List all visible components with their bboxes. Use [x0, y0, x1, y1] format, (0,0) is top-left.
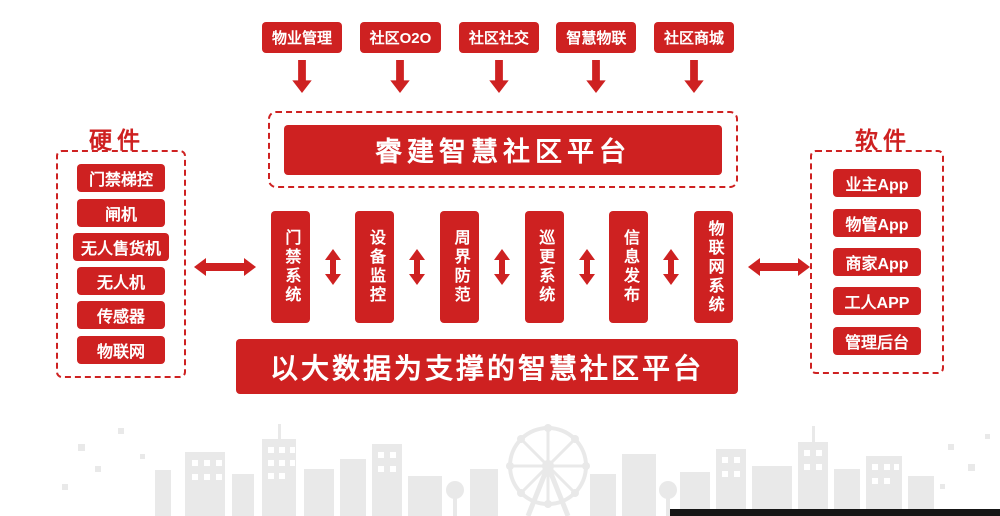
left-right-arrow-icon [747, 258, 810, 276]
top-module: 社区商城 [653, 22, 734, 93]
top-module: 智慧物联 [556, 22, 637, 93]
system-box: 设备监控 [355, 211, 395, 323]
top-module-label: 智慧物联 [556, 22, 637, 53]
top-module: 物业管理 [262, 22, 343, 93]
system-box: 信息发布 [609, 211, 649, 323]
top-module: 社区O2O [359, 22, 442, 93]
platform-dashed-frame: 睿建智慧社区平台 [268, 111, 738, 188]
platform-title: 睿建智慧社区平台 [284, 124, 722, 175]
software-item: 物管App [833, 208, 921, 237]
system-box: 门禁系统 [270, 211, 310, 323]
top-module-label: 社区O2O [359, 22, 442, 53]
software-title: 软件 [855, 127, 911, 153]
software-item: 商家App [833, 247, 921, 276]
hardware-item: 无人售货机 [72, 232, 169, 261]
top-module-label: 社区社交 [458, 22, 539, 53]
left-right-arrow-icon [194, 258, 256, 276]
big-data-banner: 以大数据为支撑的智慧社区平台 [236, 339, 738, 394]
down-arrow-icon [684, 60, 704, 93]
hardware-title: 硬件 [89, 127, 145, 153]
hardware-item: 门禁梯控 [77, 164, 165, 193]
top-module-label: 物业管理 [262, 22, 343, 53]
top-module-label: 社区商城 [653, 22, 734, 53]
software-item: 管理后台 [833, 326, 921, 355]
system-box: 周界防范 [440, 211, 480, 323]
up-down-arrow-icon [409, 249, 426, 285]
hardware-item: 传感器 [77, 301, 165, 330]
down-arrow-icon [292, 60, 312, 93]
hardware-panel: 门禁梯控 闸机 无人售货机 无人机 传感器 物联网 [56, 150, 186, 378]
system-box: 物联网系统 [694, 211, 734, 323]
hardware-item: 闸机 [77, 198, 165, 227]
down-arrow-icon [390, 60, 411, 93]
software-panel: 业主App 物管App 商家App 工人APP 管理后台 [810, 150, 944, 374]
top-modules-row: 物业管理 社区O2O 社区社交 智慧物联 社区商城 [262, 22, 734, 93]
city-skyline-graphic [62, 424, 990, 516]
down-arrow-icon [489, 60, 509, 93]
up-down-arrow-icon [663, 249, 680, 285]
bottom-right-dark-strip [670, 509, 1000, 516]
down-arrow-icon [586, 60, 607, 93]
up-down-arrow-icon [578, 249, 595, 285]
system-box: 巡更系统 [524, 211, 564, 323]
hardware-item: 无人机 [77, 267, 165, 296]
software-item: 工人APP [833, 287, 921, 316]
software-item: 业主App [833, 169, 921, 198]
hardware-item: 物联网 [77, 335, 165, 364]
up-down-arrow-icon [493, 249, 510, 285]
top-module: 社区社交 [458, 22, 539, 93]
systems-row: 门禁系统 设备监控 周界防范 巡更系统 信息发布 物联网系统 [194, 211, 810, 323]
up-down-arrow-icon [324, 249, 341, 285]
